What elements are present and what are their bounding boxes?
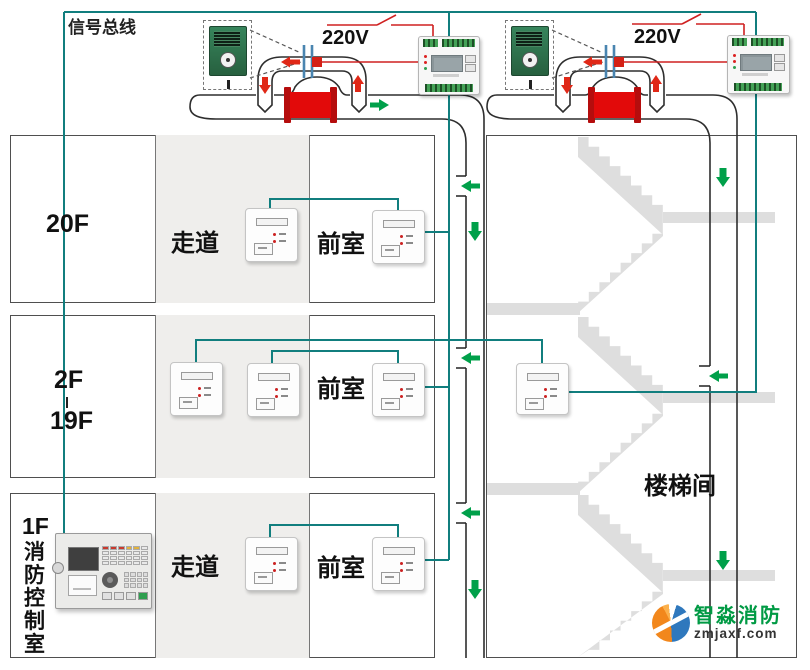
pressure-sensor-20f-corridor (245, 208, 298, 262)
actuator-dial (220, 52, 236, 68)
damper-actuator-right-box (505, 20, 554, 90)
watermark-site: zmjaxf.com (694, 625, 778, 641)
zhimiao-fire-logo-icon (652, 604, 690, 642)
control-room-label: 消防控制室 (24, 541, 45, 657)
controller-button (465, 64, 476, 72)
pressure-sensor-2-19f-corridor-2 (247, 363, 300, 417)
actuator-display (214, 31, 240, 47)
anteroom-label-1f: 前室 (317, 555, 365, 582)
voltage-label-right: 220V (634, 26, 681, 48)
supply-duct-right (486, 56, 738, 658)
damper-actuator-icon (209, 26, 247, 89)
power-wires (322, 13, 745, 63)
panel-printer (68, 575, 97, 596)
floor-label-2f: 2F (54, 366, 84, 394)
damper-right-terminal (614, 57, 624, 67)
din-controller-right (727, 35, 790, 94)
fan-right-icon (588, 87, 641, 123)
panel-keys-bottom (102, 592, 148, 600)
anteroom-label-2-19f: 前室 (317, 376, 365, 403)
fire-alarm-control-panel (52, 533, 152, 609)
actuator-dial (522, 52, 538, 68)
vent-ticks (456, 175, 710, 524)
voltage-label-left: 220V (322, 27, 369, 49)
panel-knob (52, 562, 64, 574)
actuator-probe (529, 80, 532, 89)
stairwell-label: 楼梯间 (644, 473, 716, 500)
signal-bus-wires (63, 11, 757, 561)
controller-lcd (431, 55, 463, 72)
pressure-sensor-1f-corridor (245, 537, 298, 591)
floor-label-20f: 20F (46, 210, 90, 238)
damper-actuator-left-box (203, 20, 252, 90)
corridor-label-20f: 走道 (171, 230, 219, 257)
controller-button (774, 54, 785, 62)
stairs-graphic (487, 137, 775, 657)
din-controller-left (418, 36, 480, 95)
floor-range-dash (66, 397, 68, 408)
exhaust-arrows (259, 56, 662, 94)
watermark-brand: 智淼消防 (694, 604, 782, 627)
fan-left-icon (284, 87, 337, 123)
pressure-sensor-20f-anteroom (372, 210, 425, 264)
panel-keypad (102, 546, 148, 568)
damper-actuator-icon (511, 26, 549, 89)
panel-screen (68, 547, 99, 571)
pressure-sensor-2-19f-corridor-1 (170, 362, 223, 416)
supply-arrows (370, 99, 730, 599)
panel-keys-right (124, 572, 148, 588)
actuator-probe (227, 80, 230, 89)
damper-left-terminal (312, 57, 322, 67)
anteroom-label-20f: 前室 (317, 231, 365, 258)
supply-duct-left (189, 56, 485, 658)
panel-nav-pad (102, 572, 118, 588)
controller-button (465, 55, 476, 63)
signal-bus-label: 信号总线 (68, 18, 136, 37)
actuator-display (516, 31, 542, 47)
watermark: 智淼消防 zmjaxf.com (652, 604, 782, 642)
controller-lcd (740, 54, 772, 71)
pressure-sensor-2-19f-anteroom (372, 363, 425, 417)
pressure-sensor-1f-anteroom (372, 537, 425, 591)
floor-label-1f: 1F (22, 513, 49, 539)
corridor-label-1f: 走道 (171, 554, 219, 581)
pressure-sensor-2-19f-stairwell (516, 363, 569, 415)
controller-button (774, 63, 785, 71)
floor-label-19f: 19F (50, 407, 94, 435)
